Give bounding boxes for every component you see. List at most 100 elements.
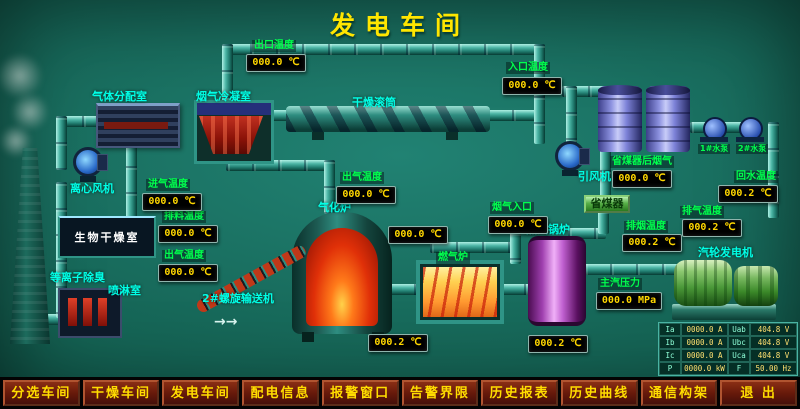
gas-distribution-room-label: 气体分配室 (92, 90, 147, 103)
drying-drum-body (286, 106, 490, 132)
gasifier-outlet-temp-display: 000.0 ℃ (336, 186, 396, 204)
pipe-segment (486, 110, 540, 121)
water-tank-1 (598, 85, 642, 152)
menu-button-alarm-window[interactable]: 报警窗口 (321, 380, 399, 406)
gen-param-name: Ib (659, 336, 681, 349)
return-water-temp-label: 回水温度 (734, 171, 778, 183)
pump-base (736, 137, 764, 142)
generator-casing (734, 266, 778, 306)
menu-button-history-report[interactable]: 历史报表 (481, 380, 558, 406)
gas-distribution-machine (96, 103, 180, 148)
inlet-temp-display: 000.0 ℃ (502, 77, 562, 95)
generator-data-table: Ia 0000.0 A Uab 404.8 V Ib 0000.0 A Ubc … (658, 322, 798, 376)
pipe-segment (222, 44, 233, 106)
menu-button-history-curve[interactable]: 历史曲线 (560, 380, 638, 406)
gen-param-value: 0000.0 kW (681, 362, 728, 375)
pipe-segment (126, 140, 137, 220)
smoke-exhaust-temp-label: 排烟温度 (624, 221, 668, 233)
pump-1-label: 1#水泵 (698, 144, 731, 154)
water-pump-2-unit (736, 116, 764, 142)
machine-detail-band (104, 122, 168, 129)
menu-button-drying-workshop[interactable]: 干燥车间 (82, 380, 160, 406)
pipe-segment (568, 228, 606, 239)
pipe-segment (498, 284, 532, 295)
flue-gas-condenser-label: 烟气冷凝室 (196, 90, 251, 103)
main-steam-pressure-label: 主汽压力 (598, 278, 642, 290)
gasifier-vessel (292, 212, 392, 334)
intake-temp-display: 000.0 ℃ (142, 193, 202, 211)
pipe-segment (56, 116, 102, 127)
pipe-segment (56, 116, 67, 170)
menu-button-comm-architecture[interactable]: 通信构架 (640, 380, 718, 406)
gen-param-value: 0000.0 A (681, 349, 728, 362)
gasifier-leg (302, 332, 314, 342)
dryer-outlet-temp-display: 000.0 ℃ (158, 264, 218, 282)
pipe-segment (42, 314, 64, 325)
drying-drum-label: 干燥滚筒 (352, 96, 396, 109)
menu-button-power-workshop[interactable]: 发电车间 (162, 380, 240, 406)
spray-room-label: 喷淋室 (108, 284, 141, 297)
flue-gas-inlet-label: 烟气入口 (490, 202, 534, 214)
turbine-casing (674, 260, 732, 306)
flue-gas-condenser-tank (194, 100, 274, 164)
spray-element (68, 298, 77, 326)
pipe-segment (388, 284, 420, 295)
induced-draft-fan-label: 引风机 (578, 170, 611, 183)
pipe-segment (510, 232, 521, 264)
fan-motor (97, 154, 108, 171)
post-economizer-gas-display: 000.0 ℃ (612, 170, 672, 188)
gen-param-value: 0000.0 A (681, 336, 728, 349)
gen-param-value: 0000.0 A (681, 323, 728, 336)
pipe-segment (226, 160, 334, 171)
gen-param-name: Ia (659, 323, 681, 336)
turbine-generator-label: 汽轮发电机 (698, 246, 753, 259)
plasma-deodorizer-label: 等离子除臭 (50, 271, 105, 284)
condenser-red-fill (199, 116, 263, 154)
pipe-segment (768, 122, 779, 218)
screw-conveyor-label: 2#螺旋输送机 (202, 292, 274, 305)
gen-param-name: F (728, 362, 750, 375)
pipe-segment (584, 264, 678, 275)
gen-param-value: 404.8 V (750, 349, 797, 362)
gasifier-flame (306, 228, 378, 326)
gen-param-value: 404.8 V (750, 323, 797, 336)
gasifier-outlet-temp-label: 出气温度 (340, 172, 384, 184)
water-tank-2 (646, 85, 690, 152)
flue-gas-inlet-display: 000.0 ℃ (488, 216, 548, 234)
menu-button-sorting-workshop[interactable]: 分选车间 (3, 380, 80, 406)
pump-base (700, 137, 728, 142)
gen-param-name: Ic (659, 349, 681, 362)
gen-param-name: Uab (728, 323, 750, 336)
dryer-outlet-temp-label: 出气温度 (162, 250, 206, 262)
bio-drying-room: 生物干燥室 (58, 216, 156, 258)
induced-draft-fan-unit (554, 140, 592, 176)
gen-param-name: P (659, 362, 681, 375)
tank-cap (646, 85, 690, 95)
turbine-base (672, 304, 776, 320)
menu-button-alarm-limits[interactable]: 告警界限 (401, 380, 479, 406)
return-water-temp-display: 000.2 ℃ (718, 185, 778, 203)
pipe-segment (562, 86, 628, 97)
gas-furnace-body (416, 260, 504, 324)
boiler-temp-display: 000.2 ℃ (528, 335, 588, 353)
gen-param-name: Ubc (728, 336, 750, 349)
pipe-segment (598, 210, 609, 234)
spray-element (98, 298, 107, 326)
intake-temp-label: 进气温度 (146, 179, 190, 191)
post-economizer-gas-label: 省煤器后烟气 (610, 156, 674, 168)
condenser-top-band (197, 103, 271, 115)
centrifugal-fan-unit (72, 146, 110, 182)
water-pump-1-unit (700, 116, 728, 142)
discharge-temp-label: 排料温度 (162, 211, 206, 223)
pump-2-label: 2#水泵 (736, 144, 769, 154)
exhaust-temp-label: 排气温度 (680, 206, 724, 218)
pipe-segment (566, 86, 577, 144)
gen-param-name: Uca (728, 349, 750, 362)
economizer-button[interactable]: 省煤器 (584, 195, 630, 213)
menu-button-exit[interactable]: 退 出 (720, 380, 798, 406)
pipe-segment (324, 160, 335, 214)
menu-button-power-distribution-info[interactable]: 配电信息 (242, 380, 319, 406)
fan-motor (579, 148, 590, 165)
main-steam-pressure-display: 000.0 MPa (596, 292, 662, 310)
